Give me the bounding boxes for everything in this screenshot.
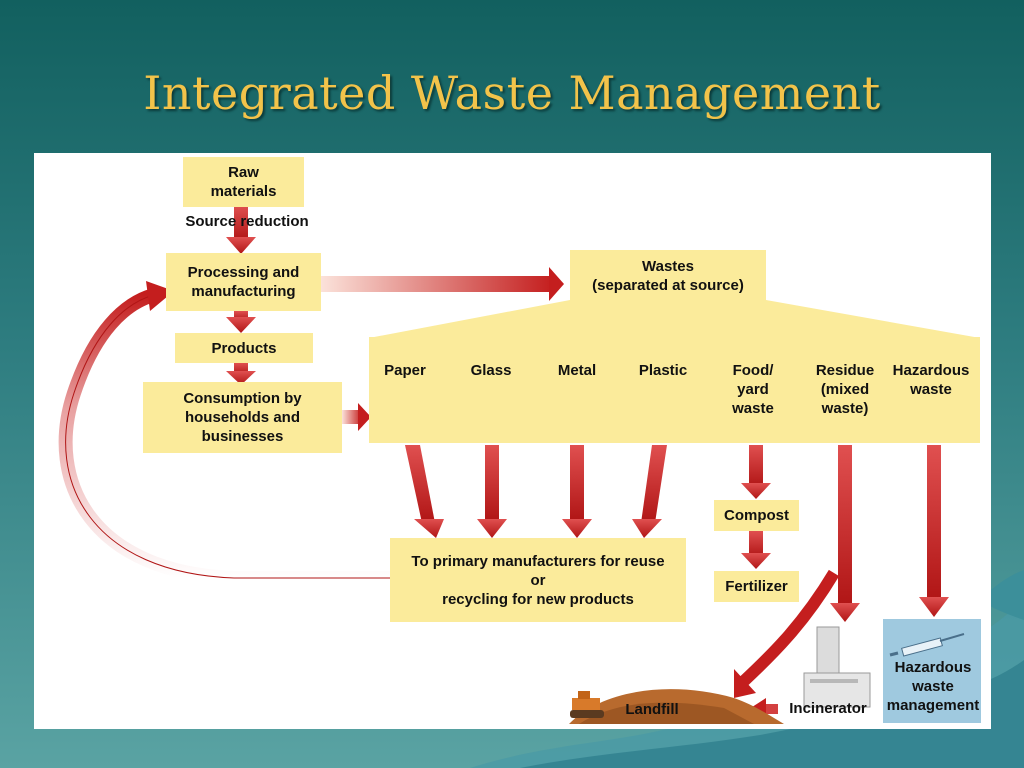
slide-title: Integrated Waste Management bbox=[143, 66, 881, 120]
hazardous-management-panel bbox=[883, 619, 981, 723]
consumption-box: Consumption by households and businesses bbox=[143, 382, 342, 453]
bin-label-hazardous: Hazardous waste bbox=[892, 362, 970, 398]
syringe-icon bbox=[889, 633, 965, 657]
incinerator-label: Incinerator bbox=[789, 700, 867, 717]
bulldozer-icon bbox=[570, 691, 604, 718]
processing-box: Processing and manufacturing bbox=[166, 253, 321, 311]
bin-label-metal: Metal bbox=[557, 362, 597, 379]
bin-label-residue: Residue (mixed waste) bbox=[815, 362, 875, 417]
arrow-consumption-to-bins bbox=[342, 403, 371, 431]
bin-area-background bbox=[369, 337, 980, 443]
wastes-box: Wastes (separated at source) bbox=[570, 250, 766, 302]
hazardous-management-label: Hazardous waste management bbox=[886, 659, 980, 714]
landfill-label: Landfill bbox=[625, 701, 679, 718]
products-box: Products bbox=[175, 333, 313, 363]
arrow-processing-to-wastes bbox=[321, 267, 564, 301]
incinerator-icon bbox=[803, 626, 871, 708]
arrow-processing-to-products bbox=[226, 311, 256, 333]
arrows-bins-to-reuse bbox=[405, 445, 667, 538]
arrow-products-to-consumption bbox=[226, 363, 256, 385]
bin-label-plastic: Plastic bbox=[638, 362, 688, 379]
waste-flow-diagram: Raw materials Source reduction Processin… bbox=[34, 153, 991, 729]
raw-materials-box: Raw materials bbox=[183, 157, 304, 207]
arrow-residue-to-landfill bbox=[739, 569, 840, 686]
compost-box: Compost bbox=[714, 500, 799, 531]
bin-label-food-yard: Food/ yard waste bbox=[732, 362, 774, 417]
landfill-icon bbox=[569, 689, 784, 724]
source-reduction-label: Source reduction bbox=[185, 213, 309, 230]
arrow-raw-to-processing bbox=[226, 205, 256, 254]
arrow-food-to-compost bbox=[741, 445, 771, 499]
reuse-recycling-box: To primary manufacturers for reuse or re… bbox=[390, 538, 686, 622]
arrow-residue-to-incinerator bbox=[830, 445, 860, 622]
arrow-compost-to-fertilizer bbox=[741, 531, 771, 569]
bin-label-paper: Paper bbox=[384, 362, 426, 379]
arrow-hazardous-to-management bbox=[919, 445, 949, 617]
bin-label-glass: Glass bbox=[470, 362, 512, 379]
fertilizer-box: Fertilizer bbox=[714, 571, 799, 602]
